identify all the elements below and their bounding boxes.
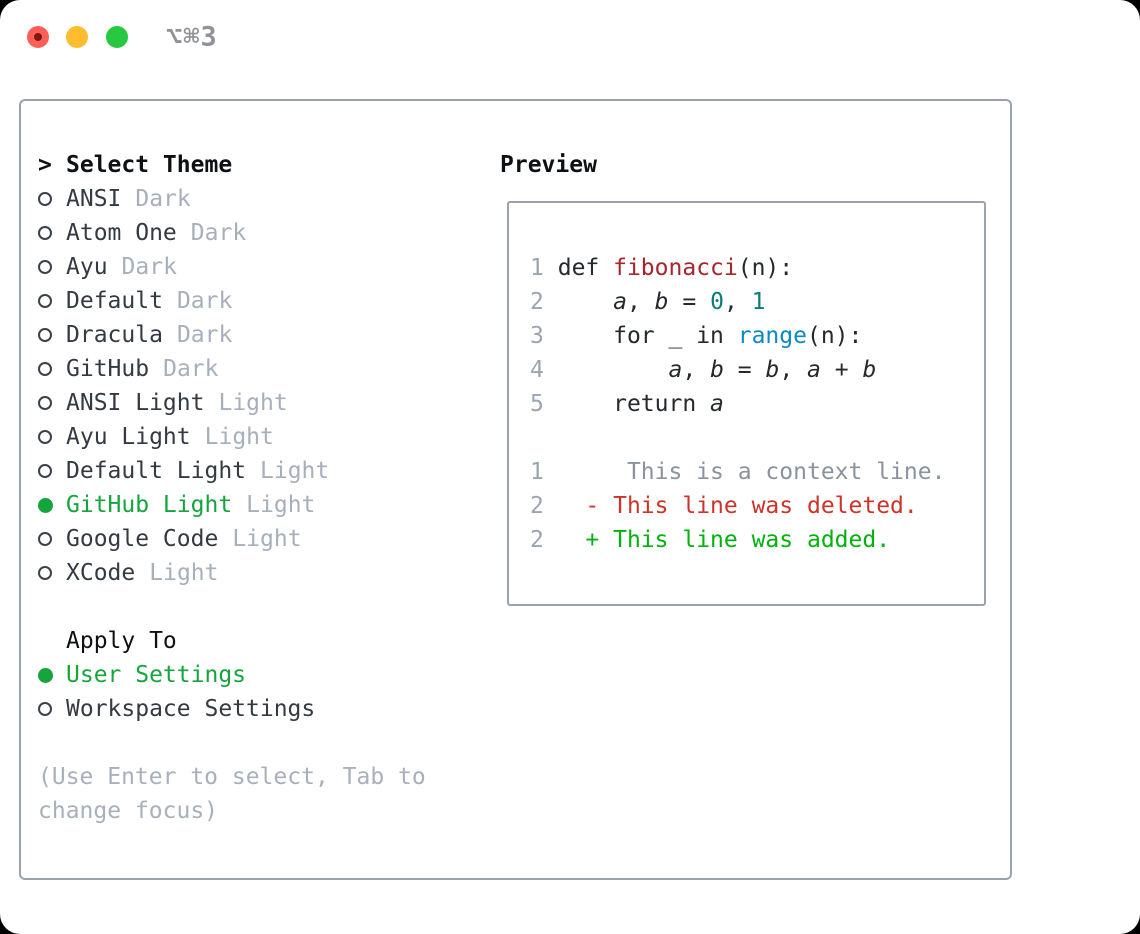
theme-name: GitHub Light	[66, 492, 233, 518]
code-line: 2 a, b = 0, 1	[530, 289, 766, 315]
code-line: 4 a, b = b, a + b	[530, 357, 877, 383]
theme-name: Ayu	[66, 254, 108, 280]
theme-variant: Light	[204, 424, 274, 450]
preview-title: Preview	[500, 152, 597, 178]
theme-option[interactable]: ANSI Dark	[38, 182, 426, 216]
diff-line-deleted: 2 - This line was deleted.	[530, 493, 918, 519]
code-preview: 1 def fibonacci(n): 2 a, b = 0, 1 3 for _ …	[509, 203, 984, 557]
theme-option[interactable]: Ayu Dark	[38, 250, 426, 284]
radio-icon	[38, 532, 66, 546]
radio-icon	[38, 192, 66, 206]
preview-header: Preview	[500, 148, 597, 182]
minimize-button[interactable]	[66, 26, 88, 48]
preview-box: 1 def fibonacci(n): 2 a, b = 0, 1 3 for _ …	[507, 201, 986, 606]
theme-option[interactable]: Google Code Light	[38, 522, 426, 556]
theme-picker-title: Select Theme	[66, 152, 233, 178]
radio-icon	[38, 260, 66, 274]
code-line: 3 for _ in range(n):	[530, 323, 863, 349]
radio-selected-icon	[38, 667, 66, 683]
code-line: 1 def fibonacci(n):	[530, 255, 794, 281]
theme-variant: Light	[149, 560, 219, 586]
line-number: 2	[530, 493, 544, 519]
apply-option-label: Workspace Settings	[66, 696, 316, 722]
radio-icon	[38, 362, 66, 376]
focus-caret-icon: >	[38, 152, 52, 178]
zoom-button[interactable]	[106, 26, 128, 48]
line-number: 4	[530, 357, 544, 383]
theme-name: Default Light	[66, 458, 247, 484]
theme-option[interactable]: Ayu Light Light	[38, 420, 426, 454]
radio-icon	[38, 464, 66, 478]
code-line: 5 return a	[530, 391, 724, 417]
close-dot-icon	[34, 33, 42, 41]
close-button[interactable]	[27, 26, 49, 48]
theme-name: Ayu Light	[66, 424, 191, 450]
theme-option[interactable]: XCode Light	[38, 556, 426, 590]
radio-icon	[38, 566, 66, 580]
theme-name: XCode	[66, 560, 136, 586]
line-number: 2	[530, 527, 544, 553]
theme-option[interactable]: Default Dark	[38, 284, 426, 318]
radio-icon	[38, 226, 66, 240]
theme-variant: Light	[260, 458, 330, 484]
radio-selected-icon	[38, 497, 66, 513]
theme-name: Google Code	[66, 526, 219, 552]
theme-name: ANSI	[66, 186, 122, 212]
keyboard-hint-line: change focus)	[38, 798, 219, 824]
spacer	[38, 726, 426, 760]
line-number: 5	[530, 391, 544, 417]
keyboard-hint: (Use Enter to select, Tab to change focu…	[38, 760, 426, 828]
theme-name: ANSI Light	[66, 390, 205, 416]
theme-variant: Dark	[135, 186, 191, 212]
radio-icon	[38, 396, 66, 410]
keyboard-hint-line: (Use Enter to select, Tab to	[38, 764, 426, 790]
apply-to-title: Apply To	[66, 628, 177, 654]
theme-name: Default	[66, 288, 163, 314]
radio-icon	[38, 430, 66, 444]
theme-option[interactable]: Atom One Dark	[38, 216, 426, 250]
theme-variant: Dark	[121, 254, 177, 280]
window-shortcut-label: ⌥⌘3	[166, 21, 218, 53]
diff-line-context: 1 This is a context line.	[530, 459, 946, 485]
apply-to-header: Apply To	[38, 624, 426, 658]
line-number: 1	[530, 459, 544, 485]
spacer	[38, 590, 426, 624]
theme-option[interactable]: GitHub Light Light	[38, 488, 426, 522]
theme-variant: Light	[232, 526, 302, 552]
apply-option[interactable]: User Settings	[38, 658, 426, 692]
theme-variant: Light	[246, 492, 316, 518]
theme-name: Dracula	[66, 322, 163, 348]
radio-icon	[38, 328, 66, 342]
radio-icon	[38, 702, 66, 716]
diff-line-added: 2 + This line was added.	[530, 527, 891, 553]
theme-option[interactable]: Default Light Light	[38, 454, 426, 488]
theme-option[interactable]: Dracula Dark	[38, 318, 426, 352]
theme-picker-header: > Select Theme	[38, 148, 426, 182]
theme-name: GitHub	[66, 356, 150, 382]
theme-option[interactable]: ANSI Light Light	[38, 386, 426, 420]
theme-variant: Dark	[176, 322, 233, 348]
theme-variant: Light	[218, 390, 288, 416]
apply-option[interactable]: Workspace Settings	[38, 692, 426, 726]
radio-icon	[38, 294, 66, 308]
theme-name: Atom One	[66, 220, 177, 246]
line-number: 2	[530, 289, 544, 315]
apply-option-label: User Settings	[66, 662, 247, 688]
line-number: 1	[530, 255, 544, 281]
theme-option[interactable]: GitHub Dark	[38, 352, 426, 386]
theme-variant: Dark	[176, 288, 233, 314]
theme-variant: Dark	[163, 356, 219, 382]
theme-variant: Dark	[190, 220, 247, 246]
line-number: 3	[530, 323, 544, 349]
